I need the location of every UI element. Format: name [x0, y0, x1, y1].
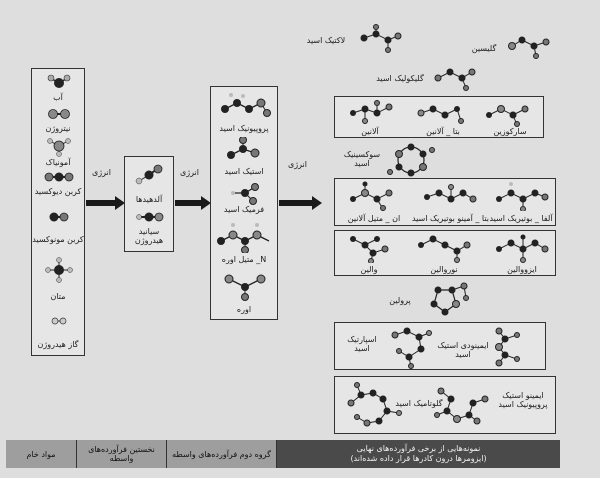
succinic-acid-molecule-icon [387, 143, 435, 177]
energy-arrow [175, 196, 211, 210]
product-label: سارکوزین [493, 127, 527, 136]
propionic-acid-molecule-icon [221, 93, 271, 117]
isomer-box-row4: ایمینودی استیک اسید اسپارتیک اسید [334, 322, 546, 370]
carbon-monoxide-molecule-icon [49, 212, 69, 222]
raw-materials-box: آب نیتروژن آمونیاک کربن دیوکسید کربن مون… [31, 68, 85, 356]
glutamic-acid-molecule-icon [347, 382, 402, 427]
isomer-box-row2: آلفا _ بوتیریک اسید بتا _ آمینو بوتیریک … [334, 178, 556, 226]
sarcosine-molecule-icon [486, 105, 529, 127]
second-intermediates-box: پروپیونیک اسید استیک اسید فرمیک اسید N_ … [210, 86, 278, 320]
isomer-box-row1: سارکوزین بتا _ آلانین آلانین [334, 96, 544, 138]
norvaline-molecule-icon [418, 235, 471, 263]
stage1-item-label: آلدهیدها [135, 195, 163, 204]
product-label: سوکسینیک اسید [343, 150, 381, 168]
product-label: آلانین [361, 127, 379, 136]
formic-acid-molecule-icon [231, 183, 259, 205]
footer-first-intermediates: نخستین فرآورده‌های واسطه [76, 440, 166, 468]
beta-alanine-molecule-icon [417, 105, 464, 124]
raw-item-label: گاز هیدروژن [37, 340, 79, 349]
isovaline-molecule-icon [496, 234, 549, 263]
product-label: ان _ متیل آلانین [347, 214, 401, 223]
stage1-item-label: سیانید هیدروژن [134, 227, 164, 245]
iminoacetic-propionic-acid-molecule-icon [434, 387, 489, 425]
acetic-acid-molecule-icon [227, 137, 260, 159]
stage2-item-label: استیک اسید [224, 167, 264, 176]
hydrogen-molecule-icon [51, 317, 67, 325]
stage2-item-label: N_ متیل اوره [221, 255, 267, 264]
product-label: والین [360, 265, 378, 274]
product-label: گلیکولیک اسید [376, 74, 424, 83]
isomer-box-row5: ایمینو استیک پروپیونیک اسید گلوتامیک اسی… [334, 376, 556, 434]
product-label: ایمینو استیک پروپیونیک اسید [498, 391, 548, 409]
isomer-box-row3: ایزووالین نوروالین والین [334, 230, 556, 276]
product-label: بتا _ آمینو بوتیریک اسید [411, 214, 489, 223]
stage2-item-label: فرمیک اسید [223, 205, 265, 214]
footer-legend: نمونه‌هایی از برخی فرآورده‌های نهایی (ای… [6, 440, 560, 468]
lactic-acid-molecule-icon [360, 24, 402, 53]
footer-final-products: نمونه‌هایی از برخی فرآورده‌های نهایی (ای… [276, 440, 560, 468]
beta-aminobutyric-acid-molecule-icon [424, 184, 477, 203]
product-label: ایزووالین [507, 265, 537, 274]
methane-molecule-icon [45, 257, 73, 283]
product-label: نوروالین [430, 265, 458, 274]
product-label: آلفا _ بوتیریک اسید [489, 214, 553, 223]
energy-arrow [86, 196, 125, 210]
raw-item-label: کربن دیوکسید [34, 187, 82, 196]
footer-raw-materials: مواد خام [6, 440, 76, 468]
raw-item-label: آمونیاک [45, 158, 71, 167]
urea-molecule-icon [224, 274, 266, 301]
aspartic-acid-molecule-icon [391, 327, 432, 369]
raw-item-label: کربن مونوکسید [32, 235, 84, 244]
valine-molecule-icon [350, 236, 389, 263]
aldehyde-molecule-icon [135, 164, 163, 185]
first-intermediates-box: آلدهیدها سیانید هیدروژن [124, 156, 174, 252]
ammonia-molecule-icon [47, 138, 71, 157]
stage2-item-label: پروپیونیک اسید [219, 124, 269, 133]
energy-arrow [279, 196, 322, 210]
proline-molecule-icon [430, 282, 469, 316]
footer-final-line2: (ایزومرها درون کادرها قرار داده شده‌اند) [350, 454, 487, 463]
raw-item-label: آب [53, 93, 63, 102]
product-label: گلیسین [471, 44, 497, 53]
n-methyl-urea-molecule-icon [217, 223, 270, 253]
water-molecule-icon [47, 74, 71, 88]
hydrogen-cyanide-molecule-icon [136, 212, 164, 222]
footer-final-line1: نمونه‌هایی از برخی فرآورده‌های نهایی [356, 444, 481, 453]
energy-label: انرژی [288, 160, 307, 169]
alanine-molecule-icon [350, 100, 393, 124]
glycine-molecule-icon [508, 36, 550, 59]
stage2-item-label: اوره [236, 305, 252, 314]
product-label: لاکتیک اسید [306, 36, 346, 45]
footer-second-intermediates: گروه دوم فرآورده‌های واسطه [166, 440, 276, 468]
energy-label: انرژی [92, 168, 111, 177]
carbon-dioxide-molecule-icon [44, 172, 74, 182]
raw-item-label: متان [50, 292, 66, 301]
product-label: اسپارتیک اسید [347, 335, 377, 353]
product-label: گلوتامیک اسید [395, 399, 443, 408]
alpha-butyric-acid-molecule-icon [496, 182, 549, 211]
raw-item-label: نیتروژن [45, 124, 71, 133]
nitrogen-molecule-icon [48, 109, 70, 119]
product-label: بتا _ آلانین [426, 127, 460, 136]
iminodiacetic-acid-molecule-icon [495, 327, 520, 367]
n-methyl-alanine-molecule-icon [350, 181, 393, 211]
product-label: پرولین [389, 296, 411, 305]
glycolic-acid-molecule-icon [434, 68, 476, 91]
energy-label: انرژی [180, 168, 199, 177]
product-label: ایمینودی استیک اسید [437, 341, 489, 359]
